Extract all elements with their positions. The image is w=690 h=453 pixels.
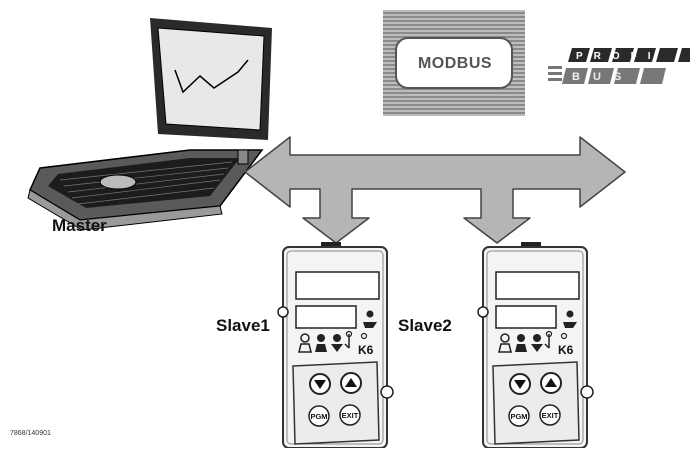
- laptop-icon: [27, 18, 272, 231]
- svg-text:K6: K6: [358, 343, 374, 357]
- pgm-key-label: PGM: [510, 412, 527, 421]
- profibus-top-text: PROFI: [576, 51, 662, 62]
- up-arrow-key-icon: [340, 372, 362, 394]
- svg-text:K6: K6: [558, 343, 574, 357]
- slave2-label: Slave2: [398, 316, 452, 335]
- up-arrow-key-icon: [540, 372, 562, 394]
- controller-icon: K6: [477, 242, 594, 449]
- figure-id: 7868/140901: [10, 430, 51, 437]
- modbus-logo: [383, 10, 525, 116]
- profibus-logo: [548, 48, 690, 84]
- slave1-label: Slave1: [216, 316, 270, 335]
- master-label: Master: [52, 216, 107, 235]
- down-arrow-key-icon: [509, 373, 531, 395]
- down-arrow-key-icon: [309, 373, 331, 395]
- bus-arrow-icon: [244, 136, 626, 244]
- pgm-key-label: PGM: [310, 412, 327, 421]
- exit-key-label: EXIT: [542, 411, 559, 420]
- controller-icon: K6: [277, 242, 394, 449]
- exit-key-label: EXIT: [342, 411, 359, 420]
- profibus-bottom-text: BUS: [572, 71, 634, 83]
- modbus-logo-text: MODBUS: [417, 55, 493, 72]
